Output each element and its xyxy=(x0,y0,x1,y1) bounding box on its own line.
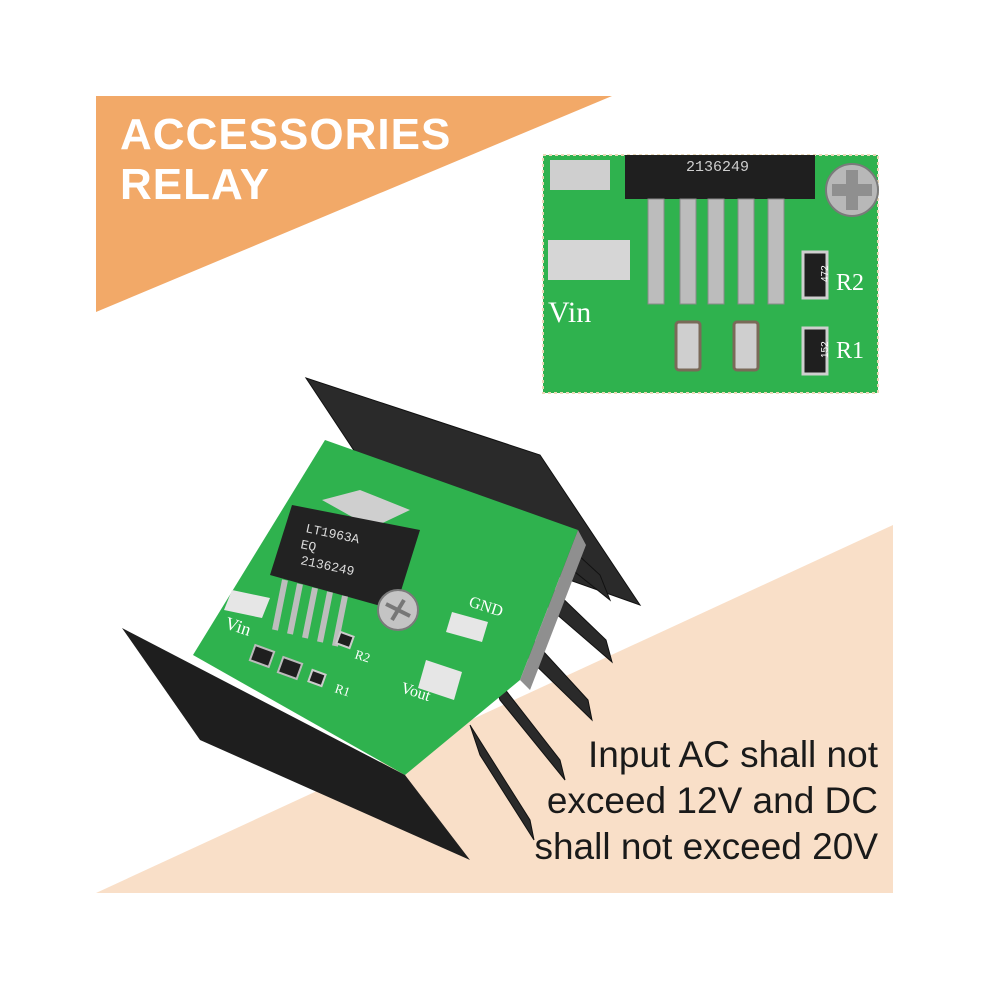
inset-closeup-photo: 2136249 472 152 Vin R2 R1 xyxy=(542,154,879,394)
heatsink-fin-5 xyxy=(469,724,535,841)
banner-title-line1: ACCESSORIES xyxy=(120,110,452,159)
banner-title-line2: RELAY xyxy=(120,160,271,209)
banner-title: ACCESSORIES RELAY xyxy=(120,110,451,210)
chip-label-line2: EQ xyxy=(299,537,318,555)
orange-banner xyxy=(96,96,612,312)
inset-r1-label: R1 xyxy=(836,338,864,364)
heatsink-front-plate xyxy=(122,628,470,860)
board-r2-label: R2 xyxy=(353,647,372,666)
inset-chip-code: 2136249 xyxy=(686,159,749,176)
regulator-module: LT1963A EQ 2136249 xyxy=(122,377,642,860)
caption-line2: exceed 12V and DC xyxy=(546,780,878,821)
warning-caption: Input AC shall not exceed 12V and DC sha… xyxy=(534,732,878,870)
board-r1-label: R1 xyxy=(333,681,352,700)
inset-vin-label: Vin xyxy=(548,296,591,329)
peach-background xyxy=(96,525,893,893)
regulator-chip xyxy=(270,505,420,610)
caption-line3: shall not exceed 20V xyxy=(534,826,878,867)
inset-resistor-r1-code: 152 xyxy=(820,341,831,358)
caption-line1: Input AC shall not xyxy=(587,734,878,775)
inset-r2-label: R2 xyxy=(836,270,864,296)
inset-resistor-r2-code: 472 xyxy=(820,265,831,282)
